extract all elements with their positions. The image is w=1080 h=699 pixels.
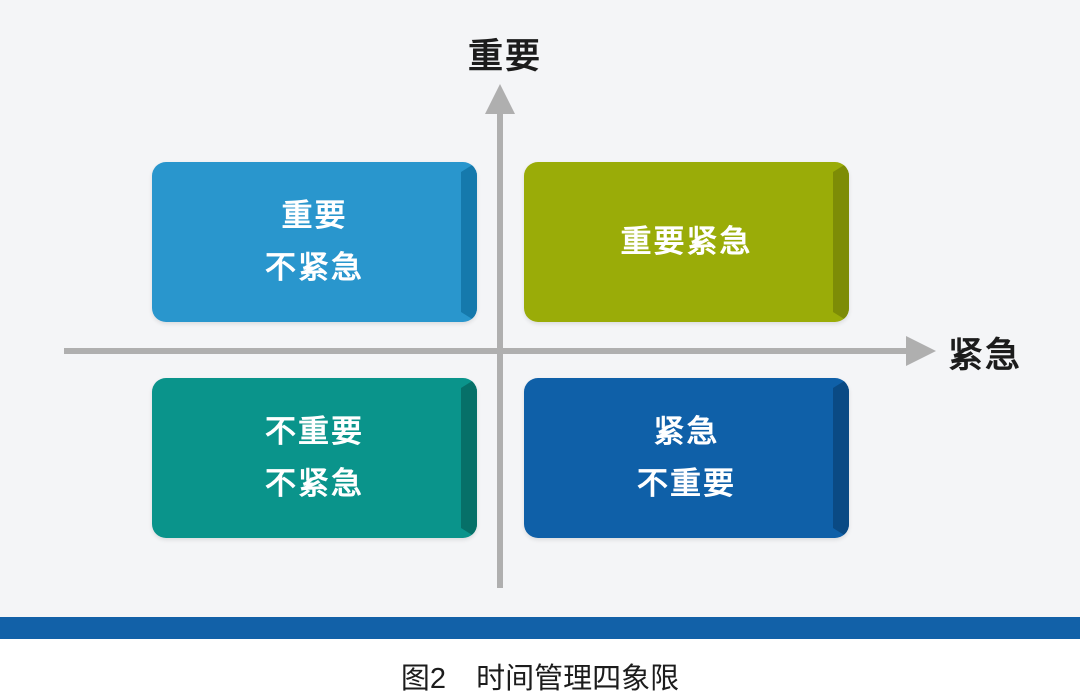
bottom-divider-bar	[0, 617, 1080, 639]
up-arrow-icon	[485, 84, 515, 114]
quadrant-label-line: 不紧急	[265, 250, 364, 285]
y-axis-label-important: 重要	[467, 37, 542, 76]
figure-caption: 图2 时间管理四象限	[0, 655, 1080, 697]
quadrant-label-line: 不紧急	[265, 466, 364, 501]
horizontal-axis-line	[64, 348, 908, 354]
quadrant-label-line: 重要	[281, 198, 348, 233]
x-axis-label-urgent: 紧急	[948, 336, 1023, 375]
figure-number: 图2	[400, 663, 447, 695]
quadrant-label-line: 紧急	[653, 414, 720, 449]
quadrant-important-not-urgent: 重要 不紧急	[152, 162, 477, 322]
quadrant-urgent-not-important: 紧急 不重要	[524, 378, 849, 538]
quadrant-label-line: 重要紧急	[620, 224, 753, 259]
quadrant-important-urgent: 重要紧急	[524, 162, 849, 322]
right-arrow-icon	[906, 336, 936, 366]
figure-title: 时间管理四象限	[476, 663, 680, 695]
quadrant-label-line: 不重要	[637, 466, 736, 501]
quadrant-not-important-not-urgent: 不重要 不紧急	[152, 378, 477, 538]
quadrant-label-line: 不重要	[265, 414, 364, 449]
